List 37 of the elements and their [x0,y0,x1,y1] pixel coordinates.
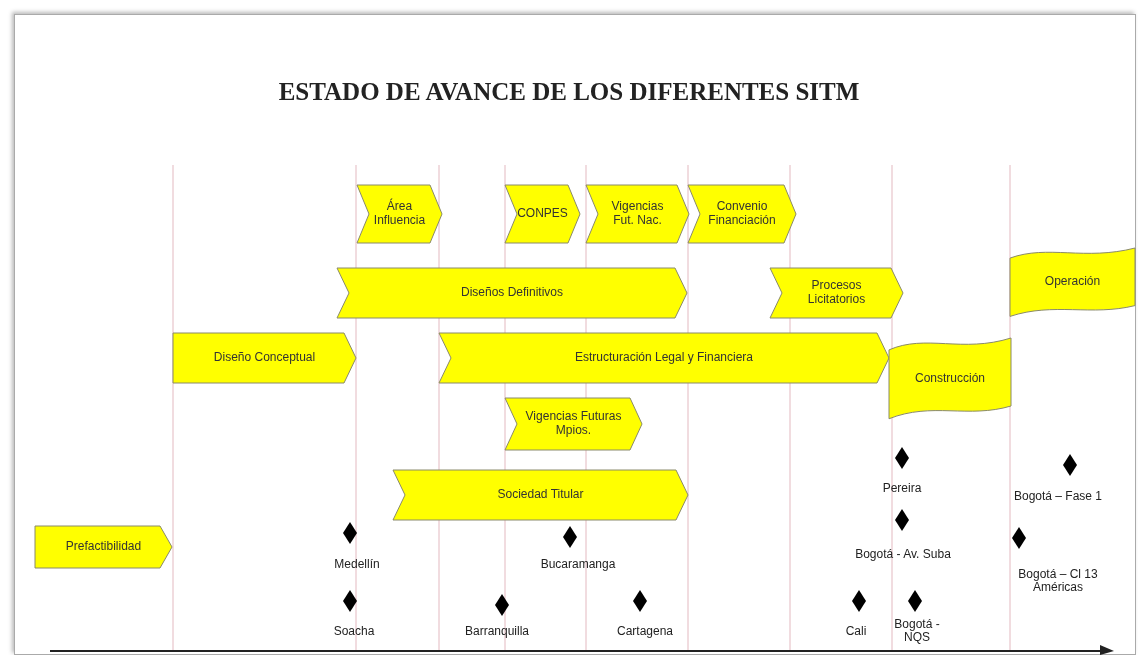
chevron-step [505,398,642,450]
city-label: Barranquilla [463,625,530,638]
chevron-step [505,185,580,243]
chevron-step [357,185,442,243]
chevron-step [688,185,796,243]
step-label: Vigencias Futuras Mpios. [524,408,623,439]
step-label: Vigencias Fut. Nac. [610,198,665,229]
city-label: Bogotá - Av. Suba [854,548,952,561]
step-label: Diseño Conceptual [212,349,317,367]
chevron-step [173,333,356,383]
city-label: Bogotá - NQS [893,618,941,644]
step-label: Operación [1043,273,1102,291]
step-label: CONPES [516,205,569,223]
city-label: Pereira [881,482,923,495]
step-label: Área Influencia [372,197,427,229]
city-label: Cali [844,625,868,638]
wave-flag-step [889,338,1011,423]
step-label: Construcción [914,369,986,387]
city-label: Cartagena [615,625,674,638]
chevron-step [770,268,903,318]
step-label: Convenio Financiación [707,198,777,229]
city-label: Bucaramanga [539,558,617,571]
diagram-title: ESTADO DE AVANCE DE LOS DIFERENTES SITM [277,78,861,106]
chevron-step [35,526,172,568]
city-label: Medellín [333,558,381,571]
step-label: Prefactibilidad [64,538,143,556]
city-label: Soacha [332,625,376,638]
step-label: Sociedad Titular [496,486,585,504]
city-label: Bogotá – Cl 13 Américas [1017,568,1099,594]
step-label: Procesos Licitatorios [806,277,867,308]
chevron-step [393,470,688,520]
step-label: Estructuración Legal y Financiera [573,349,755,367]
wave-flag-step [1010,248,1135,320]
step-label: Diseños Definitivos [459,284,564,302]
chevron-step [337,268,687,318]
chevron-step [586,185,689,243]
city-label: Bogotá – Fase 1 [1012,490,1104,503]
